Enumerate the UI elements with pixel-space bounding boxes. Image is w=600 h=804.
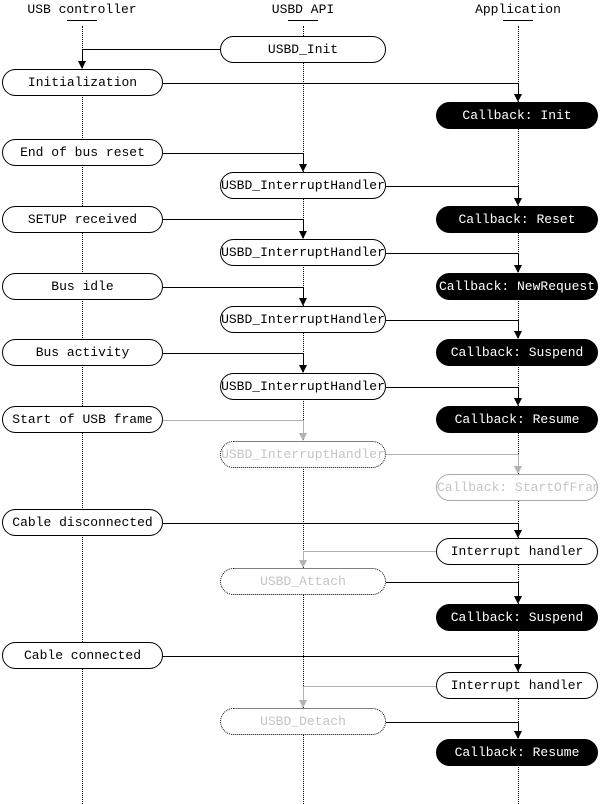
header-underline	[288, 20, 318, 21]
connector-line-inactive	[303, 686, 304, 700]
node-usbd-interrupthandler-3: USBD_InterruptHandler	[220, 306, 386, 333]
arrow-down-icon	[299, 365, 307, 373]
connector-line	[386, 320, 518, 321]
column-header-usb-controller: USB controller	[27, 2, 137, 17]
node-callback-resume-2: Callback: Resume	[436, 739, 598, 766]
connector-line	[386, 186, 518, 187]
connector-line-inactive	[518, 454, 519, 466]
node-interrupt-handler-1: Interrupt handler	[436, 538, 598, 565]
node-callback-init: Callback: Init	[436, 102, 598, 129]
connector-line	[82, 49, 83, 61]
node-usbd-interrupthandler-2: USBD_InterruptHandler	[220, 239, 386, 266]
node-interrupt-handler-2: Interrupt handler	[436, 672, 598, 699]
connector-line	[163, 656, 518, 657]
connector-line	[303, 219, 304, 231]
node-cable-connected: Cable connected	[2, 642, 163, 669]
arrow-down-icon	[299, 560, 307, 568]
arrow-down-icon	[514, 265, 522, 273]
connector-line	[163, 353, 303, 354]
node-setup-received: SETUP received	[2, 206, 163, 233]
node-usbd-interrupthandler-inactive: USBD_InterruptHandler	[220, 441, 386, 468]
connector-line	[163, 523, 518, 524]
arrow-down-icon	[514, 530, 522, 538]
node-initialization: Initialization	[2, 69, 163, 96]
arrow-down-icon	[514, 664, 522, 672]
connector-line-inactive	[303, 420, 304, 433]
node-callback-resume-1: Callback: Resume	[436, 406, 598, 433]
node-usbd-interrupthandler-4: USBD_InterruptHandler	[220, 373, 386, 400]
node-cable-disconnected: Cable disconnected	[2, 509, 163, 536]
lifeline-usbd-api	[303, 26, 304, 804]
column-header-application: Application	[475, 2, 561, 17]
connector-line	[386, 387, 518, 388]
connector-line	[303, 153, 304, 164]
connector-line	[518, 253, 519, 265]
arrow-down-icon	[514, 331, 522, 339]
node-usbd-init: USBD_Init	[220, 36, 386, 63]
arrow-down-icon	[514, 731, 522, 739]
column-header-usbd-api: USBD API	[271, 2, 335, 17]
connector-line-inactive	[303, 551, 436, 552]
connector-line	[518, 320, 519, 331]
node-end-of-bus-reset: End of bus reset	[2, 139, 163, 166]
node-usbd-interrupthandler-1: USBD_InterruptHandler	[220, 172, 386, 199]
connector-line	[82, 49, 220, 50]
arrow-down-icon	[78, 61, 86, 69]
connector-line	[518, 83, 519, 94]
connector-line	[518, 722, 519, 731]
connector-line	[386, 253, 518, 254]
connector-line-inactive	[303, 686, 436, 687]
connector-line	[518, 523, 519, 530]
connector-line	[303, 287, 304, 298]
connector-line	[303, 353, 304, 365]
arrow-down-icon	[299, 164, 307, 172]
arrow-down-icon	[299, 231, 307, 239]
arrow-down-icon	[299, 298, 307, 306]
node-callback-newrequest: Callback: NewRequest	[436, 273, 598, 300]
arrow-down-icon	[514, 596, 522, 604]
connector-line	[163, 153, 303, 154]
connector-line	[163, 287, 303, 288]
connector-line	[518, 656, 519, 664]
node-callback-suspend-2: Callback: Suspend	[436, 604, 598, 631]
header-underline	[67, 20, 97, 21]
node-usbd-detach: USBD_Detach	[220, 708, 386, 735]
node-start-of-usb-frame: Start of USB frame	[2, 406, 163, 433]
node-bus-activity: Bus activity	[2, 339, 163, 366]
connector-line	[518, 186, 519, 198]
connector-line	[518, 582, 519, 596]
connector-line	[163, 219, 303, 220]
arrow-down-icon	[514, 198, 522, 206]
arrow-down-icon	[299, 700, 307, 708]
node-callback-startofframe: Callback: StartOfFrame	[436, 474, 598, 501]
node-callback-reset: Callback: Reset	[436, 206, 598, 233]
connector-line	[518, 387, 519, 398]
arrow-down-icon	[514, 398, 522, 406]
connector-line-inactive	[303, 551, 304, 560]
arrow-down-icon	[514, 466, 522, 474]
arrow-down-icon	[299, 433, 307, 441]
header-underline	[503, 20, 533, 21]
node-usbd-attach: USBD_Attach	[220, 568, 386, 595]
connector-line	[386, 722, 518, 723]
connector-line	[163, 83, 518, 84]
arrow-down-icon	[514, 94, 522, 102]
node-bus-idle: Bus idle	[2, 273, 163, 300]
node-callback-suspend-1: Callback: Suspend	[436, 339, 598, 366]
connector-line-inactive	[163, 420, 303, 421]
connector-line-inactive	[386, 454, 518, 455]
connector-line	[386, 582, 518, 583]
